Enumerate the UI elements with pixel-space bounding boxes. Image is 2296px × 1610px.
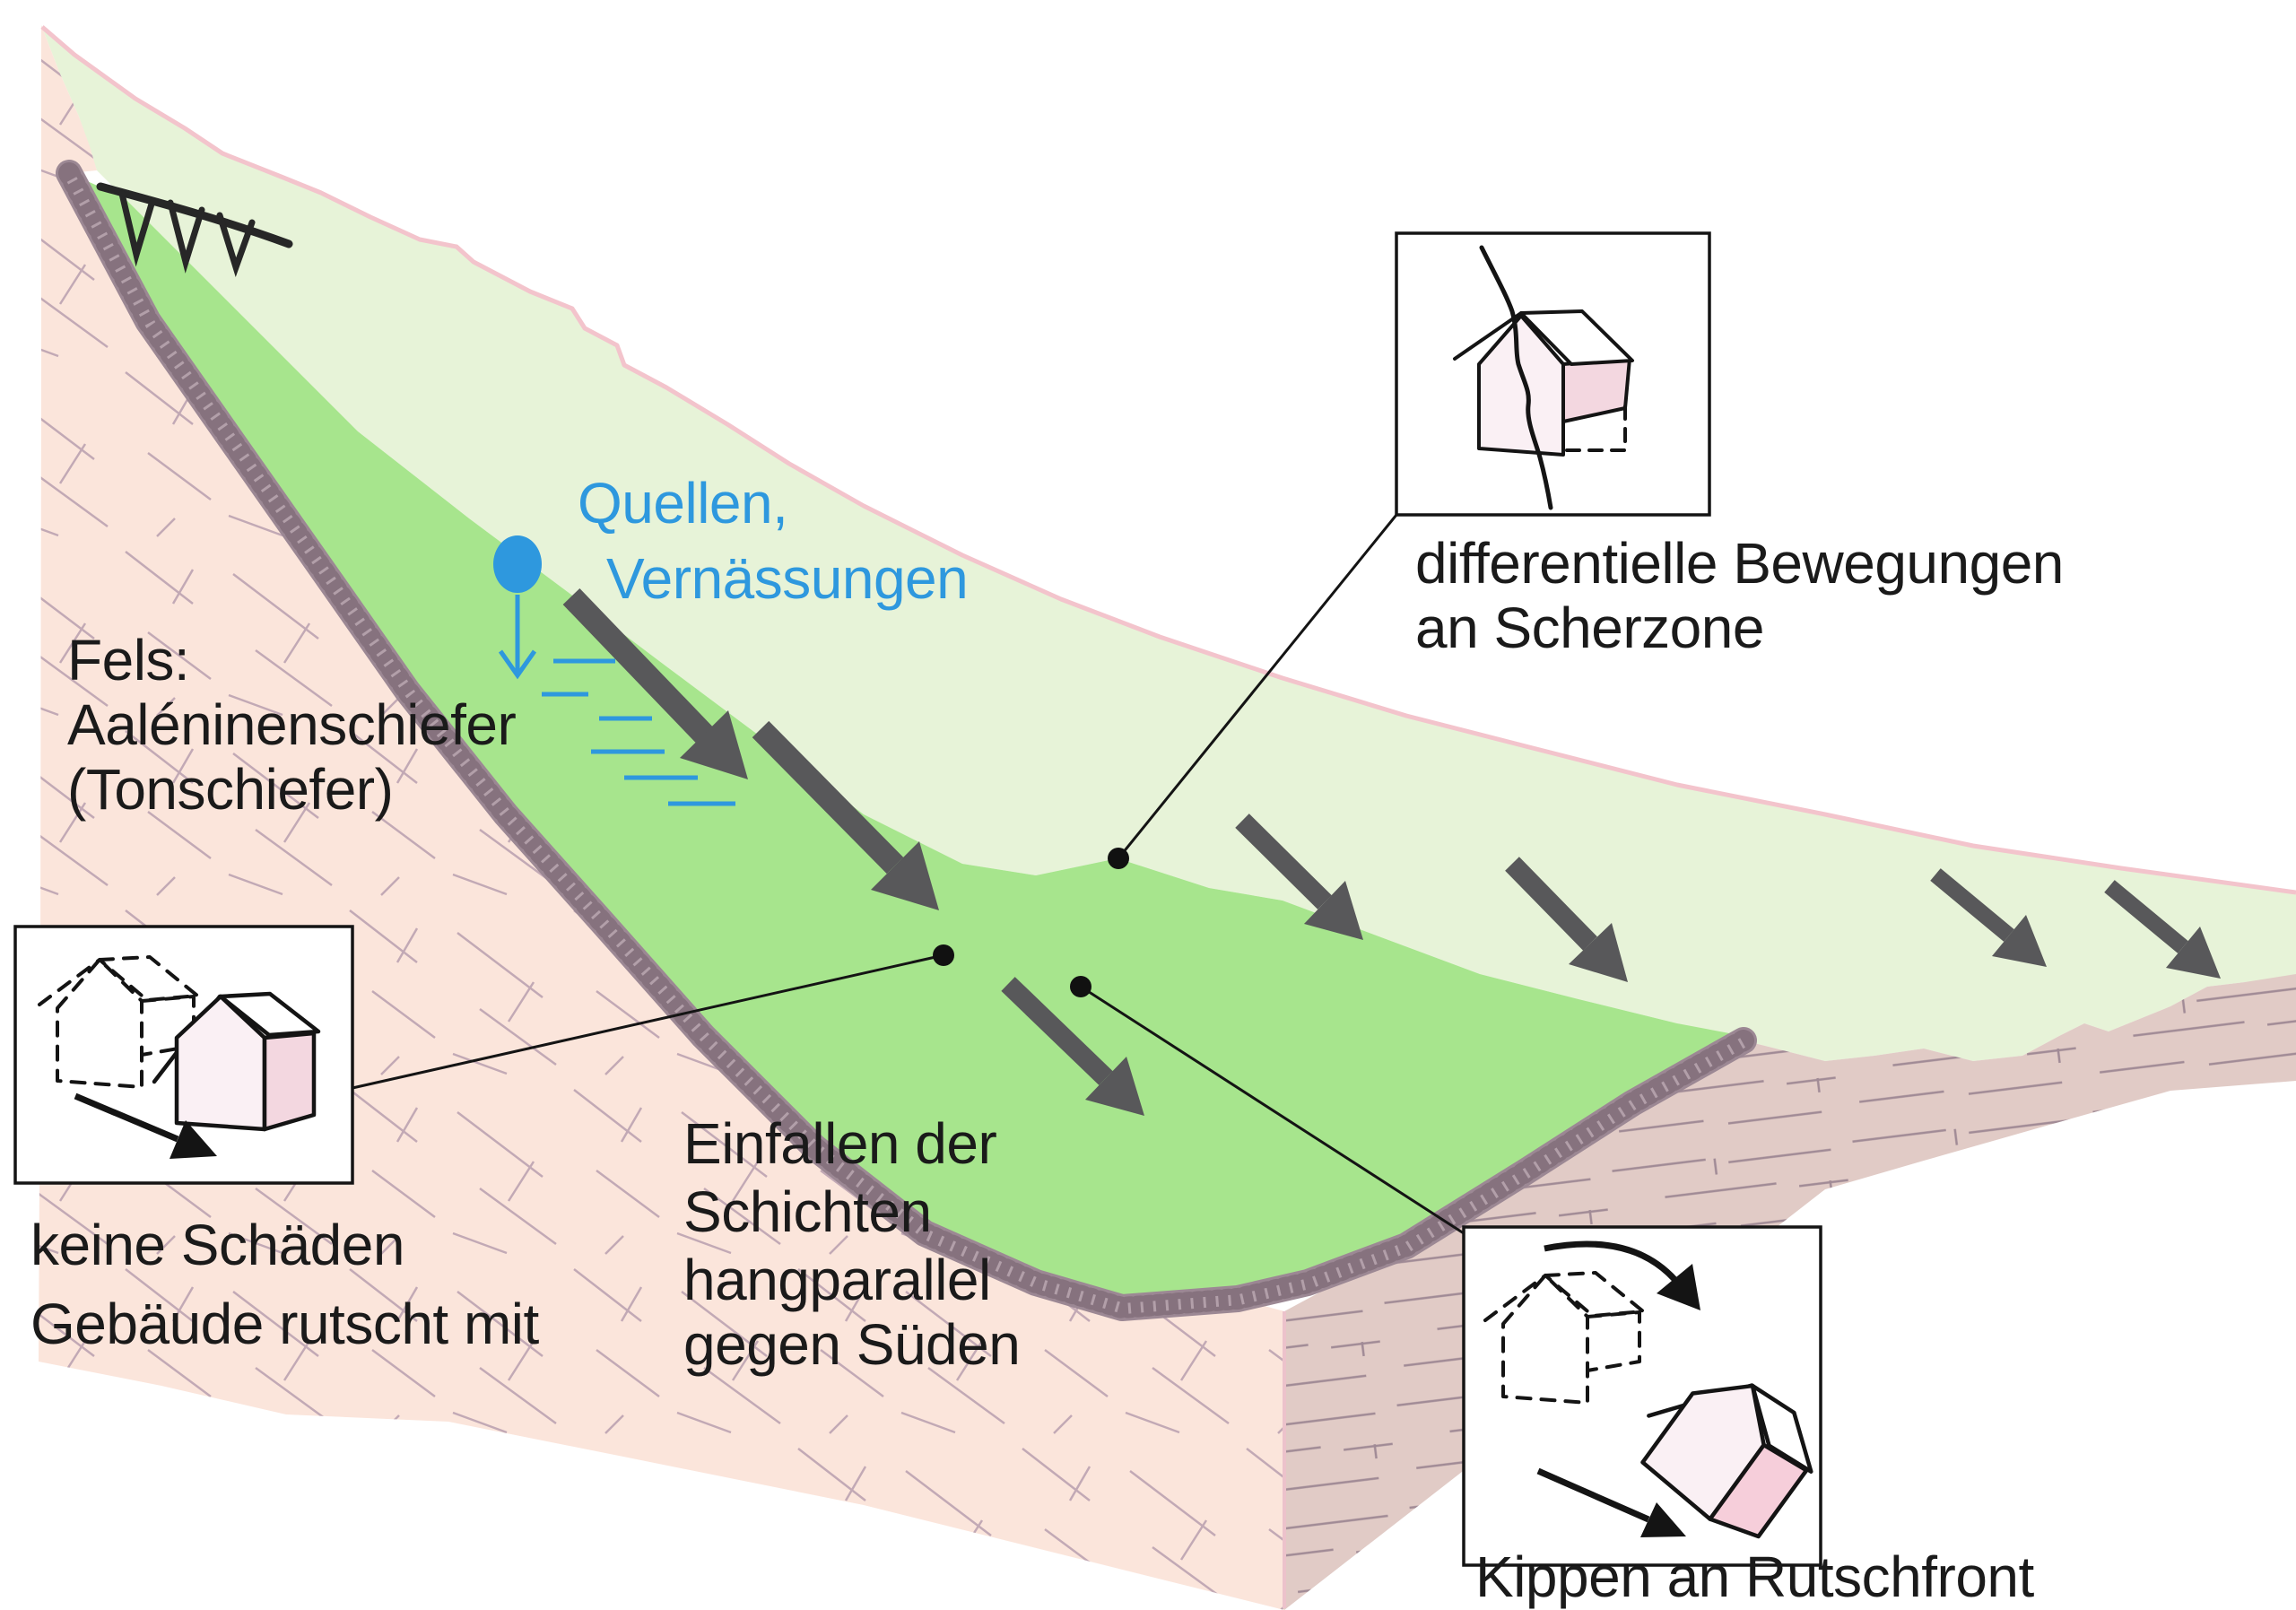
ghost-house-outline <box>1483 1271 1645 1405</box>
house-crack-icon <box>1453 245 1634 510</box>
movement-arrow <box>2104 880 2221 979</box>
movement-arrow <box>562 587 748 779</box>
no-damage-label-line2: Gebäude rutscht mit <box>30 1292 540 1356</box>
leader-no-damage <box>352 953 944 1090</box>
bedding-label-line3: hangparallel <box>683 1248 991 1312</box>
rotation-arrow <box>1544 1240 1700 1310</box>
slide-front-label: Kippen an Rutschfront <box>1475 1545 2035 1609</box>
wetness-lines <box>542 658 735 806</box>
slide-direction-arrow <box>74 1092 217 1159</box>
leader-dot <box>933 944 954 966</box>
labels: Quellen, Vernässungen Fels: Aaléninensch… <box>30 471 2064 1609</box>
movement-arrow <box>1001 977 1144 1116</box>
leader-shear-zone <box>1117 514 1398 859</box>
no-damage-label-line1: keine Schäden <box>30 1213 404 1277</box>
bedding-label-line2: Schichten <box>683 1179 932 1244</box>
debris-band <box>56 160 1757 1321</box>
landslide-scarp-icon <box>96 182 293 278</box>
callout-no-damage <box>13 925 354 1185</box>
slide-mass-surface <box>69 173 1744 1308</box>
callout-shear-zone <box>1395 231 1711 517</box>
house-tilt-icon <box>1483 1240 1813 1539</box>
movement-arrow <box>1930 868 2047 967</box>
bedding-label-line4: gegen Süden <box>683 1312 1020 1377</box>
movement-arrows <box>562 587 2221 1116</box>
springs-label-line1: Quellen, <box>578 471 787 535</box>
leader-dot <box>1108 848 1129 869</box>
rock-label-line3: (Tonschiefer) <box>67 757 393 822</box>
bedding-label-line1: Einfallen der <box>683 1111 996 1176</box>
movement-arrow <box>1235 814 1363 940</box>
terrain <box>39 25 2296 1610</box>
leader-slide-front <box>1080 985 1465 1235</box>
upper-slope-surface <box>41 25 2296 1061</box>
leader-lines <box>352 514 1465 1235</box>
callout-slide-front <box>1462 1225 1822 1567</box>
springs-label-line2: Vernässungen <box>606 546 968 611</box>
spring-dot-icon <box>493 535 735 806</box>
leader-dot <box>1070 976 1091 997</box>
movement-arrow <box>752 720 939 910</box>
movement-arrow <box>1505 857 1628 982</box>
ridge-outline <box>40 25 2296 895</box>
rock-label-line2: Aaléninenschiefer <box>67 692 516 757</box>
house-slide-icon <box>38 955 321 1159</box>
slide-direction-arrow <box>1536 1467 1686 1537</box>
shear-zone-label-line2: an Scherzone <box>1415 596 1764 660</box>
shear-zone-label-line1: differentielle Bewegungen <box>1415 531 2064 596</box>
leader-dots <box>933 848 1129 997</box>
rock-label-line1: Fels: <box>67 628 189 692</box>
